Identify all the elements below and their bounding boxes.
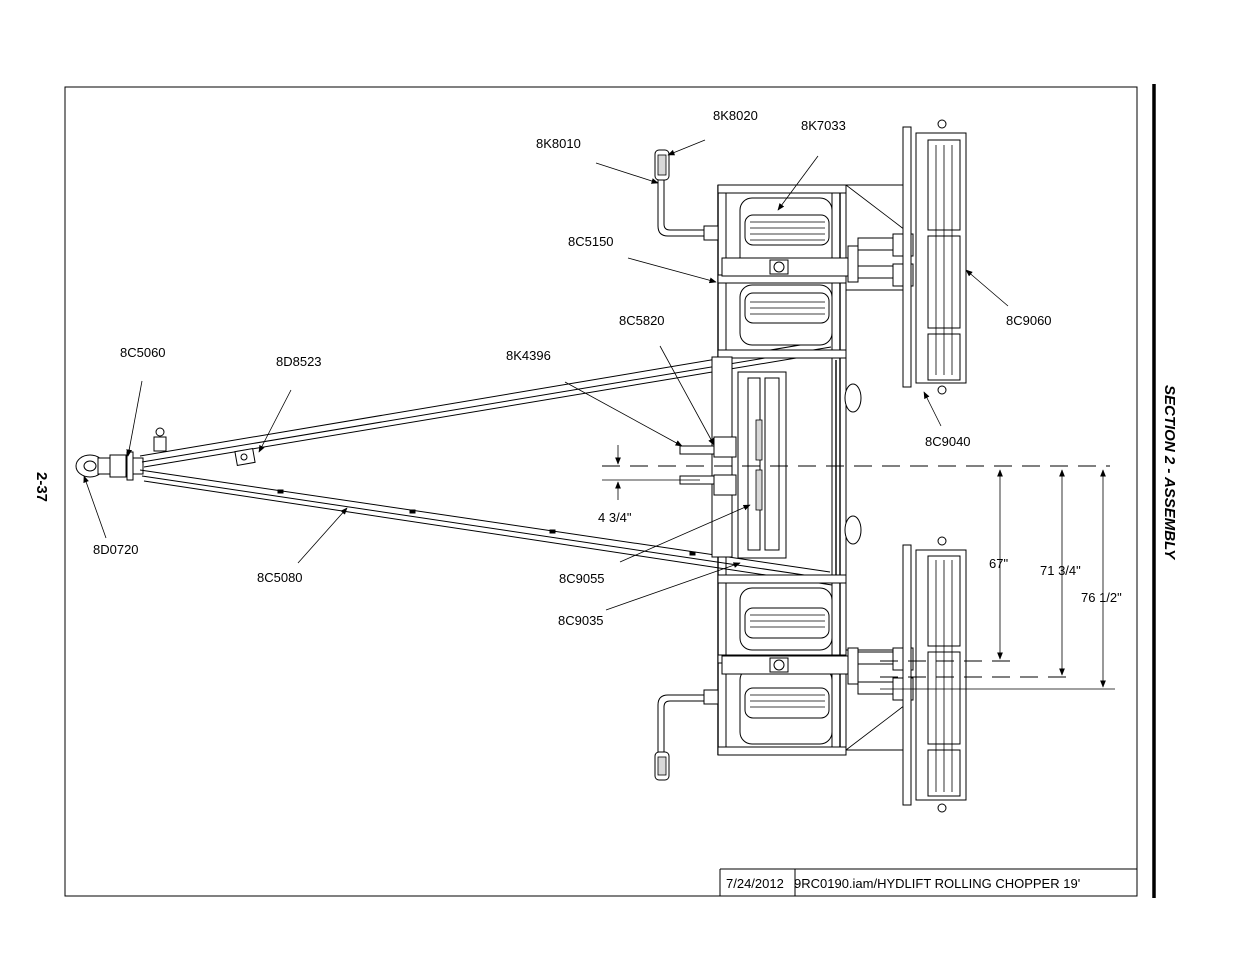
title-block-date: 7/24/2012 (726, 876, 784, 891)
title-block: 7/24/2012 9RC0190.iam/HYDLIFT ROLLING CH… (719, 868, 1137, 896)
lower-roller (739, 587, 833, 745)
dimension-lines (602, 445, 1115, 690)
dim-4-3-4: 4 3/4" (598, 510, 632, 525)
callout-8K4396: 8K4396 (506, 348, 551, 363)
callout-8C5080: 8C5080 (257, 570, 303, 585)
callout-8K8020: 8K8020 (713, 108, 758, 123)
lower-chopper-drum (902, 536, 967, 813)
upper-handle (654, 149, 719, 241)
callout-8C5820: 8C5820 (619, 313, 665, 328)
callout-8C5060: 8C5060 (120, 345, 166, 360)
callout-8C9055: 8C9055 (559, 571, 605, 586)
callout-8D0720: 8D0720 (93, 542, 139, 557)
manual-holder (234, 447, 256, 467)
callout-8C9035: 8C9035 (558, 613, 604, 628)
callout-8K7033: 8K7033 (801, 118, 846, 133)
section-title: SECTION 2 - ASSEMBLY (1161, 385, 1178, 561)
page-number: 2-37 (33, 472, 50, 502)
callout-8D8523: 8D8523 (276, 354, 322, 369)
dim-71-3-4: 71 3/4" (1040, 563, 1081, 578)
callout-8C5150: 8C5150 (568, 234, 614, 249)
upper-roller (739, 197, 833, 346)
leader-lines (83, 139, 1009, 611)
lower-linkage (721, 647, 914, 701)
dim-67: 67" (989, 556, 1008, 571)
callout-8C9060: 8C9060 (1006, 313, 1052, 328)
title-block-file: 9RC0190.iam/HYDLIFT ROLLING CHOPPER 19' (794, 876, 1080, 891)
callout-8C9040: 8C9040 (925, 434, 971, 449)
dim-76-1-2: 76 1/2" (1081, 590, 1122, 605)
upper-chopper-drum (902, 119, 967, 395)
callout-8K8010: 8K8010 (536, 136, 581, 151)
hitch-assembly (75, 427, 167, 481)
drawing-border (64, 86, 1138, 897)
lower-handle (654, 689, 719, 781)
